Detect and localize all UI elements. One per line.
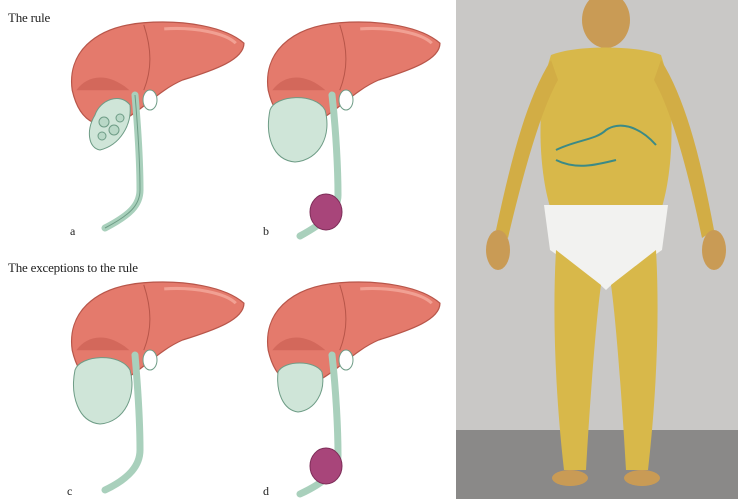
- patient-torso: [540, 48, 671, 211]
- liver-panel-b: [268, 22, 440, 236]
- liver-panel-c: [72, 282, 244, 490]
- gallbladder-enlarged-b: [268, 98, 327, 162]
- jaundiced-patient-photo: [456, 0, 738, 499]
- liver-panel-a: [72, 22, 244, 228]
- tumor-d: [310, 448, 342, 484]
- gallbladder-normal-d: [278, 363, 323, 412]
- liver-panel-d: [268, 282, 440, 494]
- gallbladder-enlarged-c: [74, 358, 132, 424]
- liver-diagrams: [0, 0, 456, 499]
- tumor-b: [310, 194, 342, 230]
